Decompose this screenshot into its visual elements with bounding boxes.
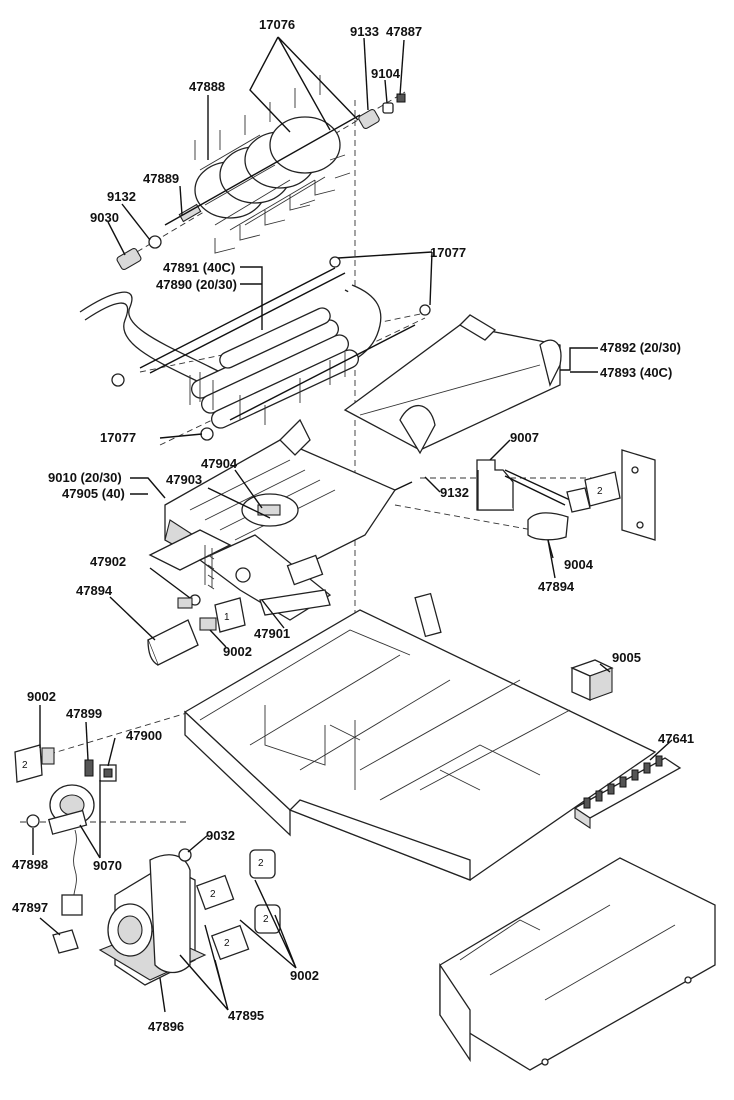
label-9010: 9010 (20/30) [48,470,122,485]
switch-mark-2-left: 2 [22,760,28,771]
label-47897: 47897 [12,900,48,915]
label-17077-bottom: 17077 [100,430,136,445]
label-47890: 47890 (20/30) [156,277,237,292]
relay-9005 [570,659,614,702]
label-9104: 9104 [371,66,401,81]
label-47902: 47902 [90,554,126,569]
switch-mark-2-b: 2 [224,938,230,949]
label-9030: 9030 [90,210,119,225]
label-47899: 47899 [66,706,102,721]
ejector-blade-assembly [164,75,361,254]
drive-motor-assembly: 2 2 2 2 [98,848,281,986]
label-9032: 9032 [206,828,235,843]
ice-chute-cover [343,314,562,455]
switch-mark-2-right: 2 [597,486,603,497]
label-47894-left: 47894 [76,583,113,598]
mold-bracket [177,534,332,621]
label-47896: 47896 [148,1019,184,1034]
water-valve-parts: 2 [14,744,117,954]
label-17077-top: 17077 [430,245,466,260]
label-9132-bottom: 9132 [440,485,469,500]
label-47904: 47904 [201,456,238,471]
label-47891: 47891 (40C) [163,260,235,275]
label-47900: 47900 [126,728,162,743]
part-labels: 17076 9133 47887 9104 47888 47889 9132 9… [12,17,694,1034]
label-9007: 9007 [510,430,539,445]
label-9005: 9005 [612,650,641,665]
label-17076: 17076 [259,17,295,32]
label-47887: 47887 [386,24,422,39]
switch-mark-2-d: 2 [263,914,269,925]
leader-lines [32,36,673,1013]
label-9002-bottom: 9002 [290,968,319,983]
bottom-cover [439,857,716,1071]
thermostat-bottle-9007 [476,459,514,511]
main-housing [183,592,657,881]
terminal-block-47641 [573,755,682,830]
label-47898: 47898 [12,857,48,872]
label-47903: 47903 [166,472,202,487]
switch-mark-1: 1 [224,612,230,623]
ice-mold-heater [79,256,431,441]
label-47894-right: 47894 [538,579,575,594]
label-47893: 47893 (40C) [600,365,672,380]
label-9002-left: 9002 [27,689,56,704]
label-47905: 47905 (40) [62,486,125,501]
label-47888: 47888 [189,79,225,94]
label-9070: 9070 [93,858,122,873]
switch-mark-2-a: 2 [210,889,216,900]
switch-mark-2-c: 2 [258,858,264,869]
label-47892: 47892 (20/30) [600,340,681,355]
label-9002-mid: 9002 [223,644,252,659]
label-9132-top: 9132 [107,189,136,204]
label-47901: 47901 [254,626,290,641]
label-9004: 9004 [564,557,594,572]
label-47889: 47889 [143,171,179,186]
shaft-end-parts [116,93,406,271]
label-9133: 9133 [350,24,379,39]
label-47895: 47895 [228,1008,264,1023]
switch-assembly-left: 1 [147,597,246,666]
label-47641: 47641 [658,731,694,746]
wiring-and-switch-right: 2 [504,449,656,541]
